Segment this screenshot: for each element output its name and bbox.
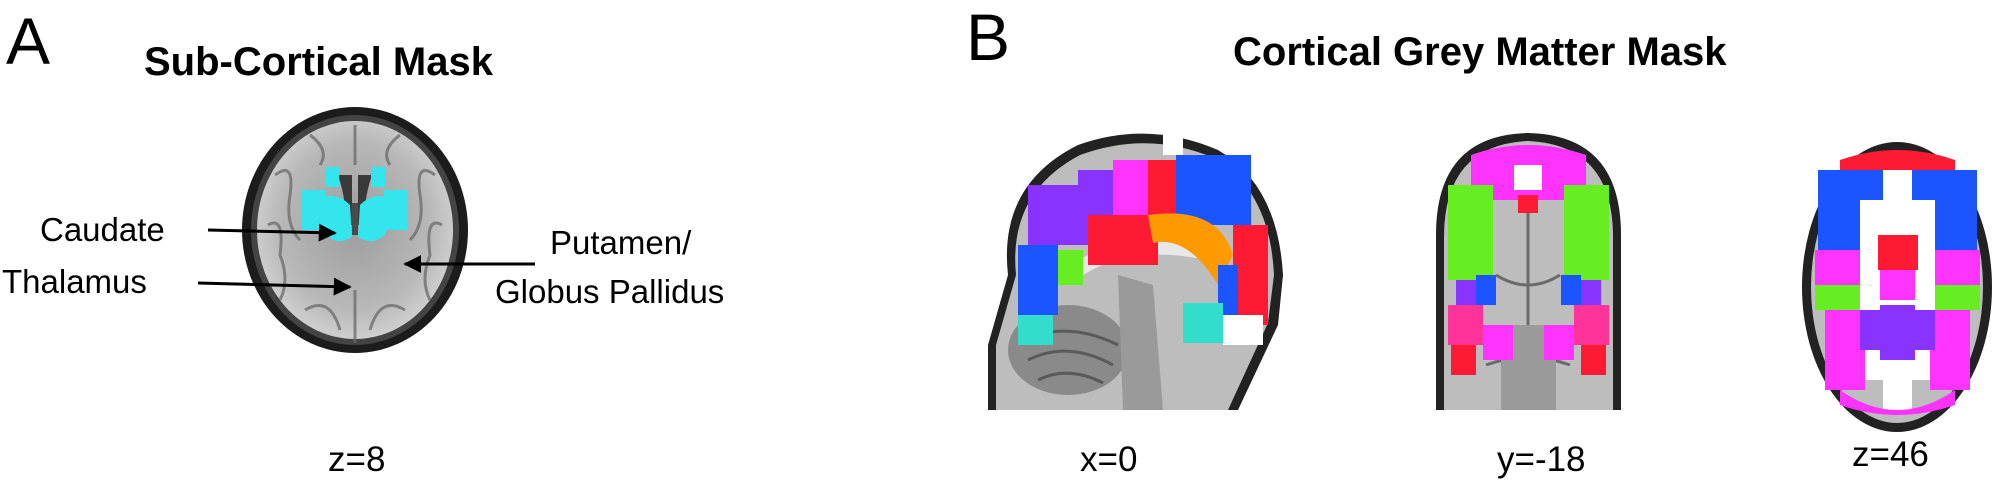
panel-b-slice-coordinate-sagittal: x=0 xyxy=(1080,440,1138,479)
panel-a-letter: A xyxy=(6,4,51,78)
panel-b-title: Cortical Grey Matter Mask xyxy=(1233,30,1727,74)
thalamus-label: Thalamus xyxy=(2,263,147,300)
subcortical-mask-region xyxy=(302,167,408,242)
panel-a-title: Sub-Cortical Mask xyxy=(144,40,493,84)
axial-brain-slice-cortical xyxy=(1802,142,1992,432)
cortical-mask-regions-axial xyxy=(1815,150,1980,415)
panel-b-slice-coordinate-coronal: y=-18 xyxy=(1497,440,1586,479)
caudate-label: Caudate xyxy=(40,211,165,248)
panel-b-letter: B xyxy=(966,0,1011,74)
coronal-brain-slice-cortical xyxy=(1436,133,1621,410)
axial-brain-slice-subcortical xyxy=(242,107,468,353)
putamen-label-line2: Globus Pallidus xyxy=(495,273,725,310)
putamen-label-line1: Putamen/ xyxy=(550,224,692,261)
cortical-mask-regions-coronal xyxy=(1448,145,1609,375)
cortical-mask-regions-sagittal xyxy=(1018,133,1268,345)
panel-a-slice-coordinate: z=8 xyxy=(328,440,386,479)
sagittal-brain-slice-cortical xyxy=(988,133,1283,411)
panel-b-slice-coordinate-axial: z=46 xyxy=(1852,435,1929,474)
